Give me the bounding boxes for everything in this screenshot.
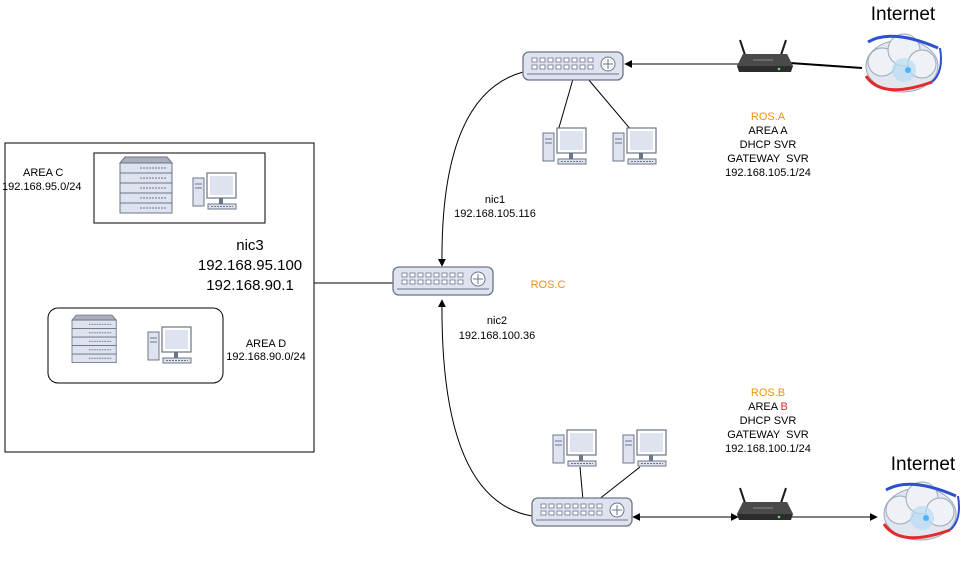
link-top-switch-pc1 <box>557 78 574 132</box>
bottom-switch-icon <box>531 497 633 527</box>
area-c-server-icon <box>119 156 173 214</box>
area-c-subnet: 192.168.95.0/24 <box>2 181 82 193</box>
office-network-box <box>4 142 315 453</box>
internet-top-cloud-icon <box>864 32 943 94</box>
bottom-pc-1-icon <box>552 429 597 467</box>
ros-c-switch-icon <box>392 266 494 296</box>
area-d-label: AREA D <box>246 338 286 350</box>
area-c-label: AREA C <box>23 167 63 179</box>
ros-a-name: ROS.A <box>751 111 786 123</box>
ros-b-router-icon <box>736 487 794 521</box>
link-internet-to-ros-a <box>789 62 863 69</box>
internet-bottom-cloud-icon <box>882 480 961 542</box>
top-switch-icon <box>522 51 624 81</box>
bottom-pc-2-icon <box>622 429 667 467</box>
nic1-label: nic1 <box>485 194 505 206</box>
ros-a-dhcp: DHCP SVR <box>740 139 797 151</box>
ros-b-dhcp: DHCP SVR <box>740 415 797 427</box>
area-d-box <box>47 307 224 384</box>
nic1-ip: 192.168.105.116 <box>454 208 536 220</box>
ros-b-name: ROS.B <box>751 387 785 399</box>
nic2-label: nic2 <box>487 315 507 327</box>
top-pc-1-icon <box>542 127 587 165</box>
area-c-pc-icon <box>192 172 237 210</box>
nic3-ip-secondary: 192.168.90.1 <box>206 277 294 294</box>
link-bottom-switch-to-ros-c <box>437 299 533 517</box>
internet-bottom-label: Internet <box>891 454 956 475</box>
ros-a-router-icon <box>736 39 794 73</box>
link-bottom-switch-pc1 <box>579 466 584 501</box>
ros-b-gateway: GATEWAY SVR <box>727 429 809 441</box>
nic3-ip-primary: 192.168.95.100 <box>198 257 302 274</box>
ros-b-ip: 192.168.100.1/24 <box>725 443 811 455</box>
ros-b-area: AREA B <box>748 401 788 413</box>
ros-a-area: AREA A <box>748 125 788 137</box>
ros-c-name: ROS.C <box>531 279 566 291</box>
ros-b-area-letter: B <box>781 401 788 413</box>
area-d-subnet: 192.168.90.0/24 <box>226 351 306 363</box>
top-pc-2-icon <box>612 127 657 165</box>
area-d-server-icon <box>71 314 117 364</box>
ros-a-ip: 192.168.105.1/24 <box>725 167 811 179</box>
ros-b-area-prefix: AREA <box>748 401 780 413</box>
ros-a-gateway: GATEWAY SVR <box>727 153 809 165</box>
link-bottom-switch-pc2 <box>597 466 641 501</box>
area-c-box <box>93 152 266 224</box>
internet-top-label: Internet <box>871 4 936 25</box>
link-top-switch-pc2 <box>587 78 633 132</box>
link-top-switch-to-ros-c <box>437 71 524 267</box>
nic3-label: nic3 <box>236 237 264 254</box>
nic2-ip: 192.168.100.36 <box>459 330 535 342</box>
area-d-pc-icon <box>147 326 192 364</box>
